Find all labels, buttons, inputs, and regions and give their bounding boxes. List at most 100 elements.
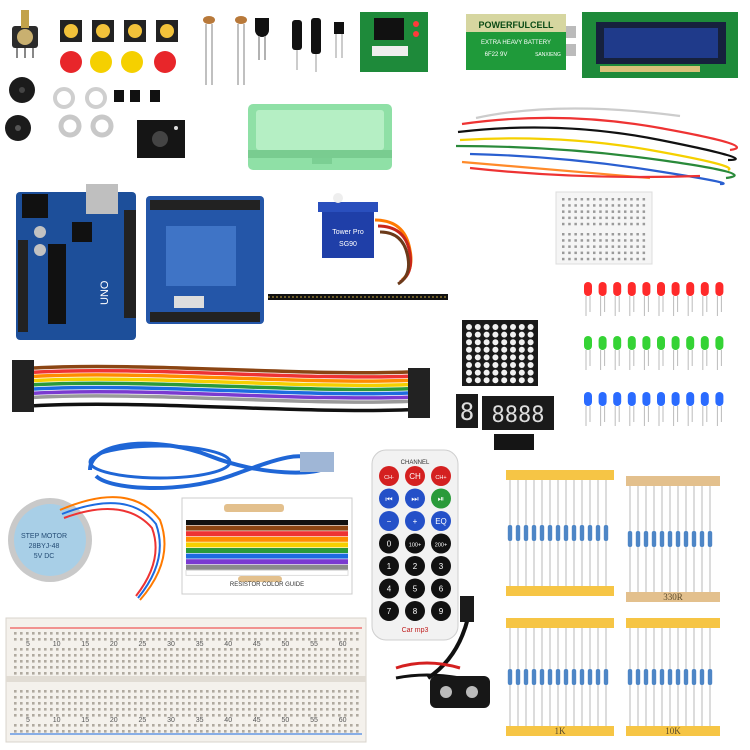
remote-button-label: −: [387, 517, 392, 526]
buzzer-passive: [5, 115, 31, 141]
remote-button-label: EQ: [435, 517, 447, 526]
shift-register-chip: [494, 434, 534, 450]
tactile-switch: [156, 20, 178, 42]
remote-button[interactable]: 8: [405, 601, 425, 621]
led: [627, 282, 636, 316]
ir-receiver-module: [137, 120, 185, 158]
led: [715, 282, 724, 316]
remote-button-label: 4: [387, 585, 392, 594]
stepper-line1: STEP MOTOR: [21, 533, 67, 540]
remote-button-label: +: [413, 517, 418, 526]
led: [715, 336, 724, 370]
led: [686, 282, 695, 316]
full-breadboard: 5510101515202025253030353540404545505055…: [5, 617, 367, 743]
seven-segment-quad: 8888: [482, 396, 554, 430]
potentiometer: [12, 10, 38, 58]
remote-button[interactable]: 200+: [431, 533, 451, 554]
usb-plug: [300, 452, 334, 472]
servo-model: SG90: [339, 241, 357, 248]
resistor-strip: 10K: [626, 618, 720, 736]
battery-maker: SANXIENG: [535, 52, 561, 58]
nuts-and-jumpers: [53, 87, 160, 138]
remote-button[interactable]: 4: [379, 578, 399, 599]
usb-cable: [88, 441, 330, 490]
remote-button[interactable]: CH: [405, 466, 425, 486]
breadboard-column-number: 55: [310, 717, 318, 724]
remote-button-label: 6: [439, 585, 444, 594]
breadboard-column-number: 55: [310, 641, 318, 648]
led: [598, 282, 607, 316]
remote-button-label: CH+: [435, 475, 446, 481]
resistor-strip-label: 10K: [665, 726, 681, 736]
pin-header-strip: [268, 294, 448, 300]
breadboard-column-number: 60: [339, 641, 347, 648]
breadboard-column-number: 20: [110, 717, 118, 724]
temperature-sensor: [255, 18, 269, 60]
remote-button[interactable]: 1: [379, 556, 399, 576]
breadboard-column-number: 5: [26, 717, 30, 724]
led: [627, 336, 636, 370]
led: [700, 336, 709, 370]
stepper-line2: 28BYJ-48: [29, 543, 60, 550]
breadboard-column-number: 15: [81, 717, 89, 724]
button-cap-red: [154, 51, 176, 73]
led: [613, 336, 622, 370]
remote-brand: Car mp3: [402, 627, 429, 634]
resistor-color-guide-card: RESISTOR COLOR GUIDE: [181, 497, 353, 595]
resistor-strip: 1K: [506, 618, 614, 736]
led: [613, 392, 622, 426]
remote-button[interactable]: 5: [405, 578, 425, 599]
micro-servo: Tower Pro SG90: [318, 193, 413, 286]
remote-button[interactable]: +: [405, 511, 425, 531]
battery-type: EXTRA HEAVY BATTERY: [481, 40, 551, 46]
remote-button[interactable]: 3: [431, 556, 451, 576]
jumper-wire-bundle: [455, 107, 738, 186]
remote-button[interactable]: 0: [379, 533, 399, 554]
led: [686, 336, 695, 370]
breadboard-column-number: 40: [224, 717, 232, 724]
remote-button[interactable]: 100+: [405, 533, 425, 554]
button-cap-yellow: [121, 51, 143, 73]
led: [642, 392, 651, 426]
resistor-strip-label: 1K: [555, 726, 567, 736]
tilt-switches: [292, 18, 321, 72]
remote-button[interactable]: ⏮: [379, 488, 399, 509]
remote-button-label: ⏮: [385, 495, 392, 504]
remote-button[interactable]: ⏭: [405, 488, 425, 509]
led: [671, 392, 680, 426]
remote-button[interactable]: 2: [405, 556, 425, 576]
servo-brand: Tower Pro: [332, 229, 364, 236]
remote-button[interactable]: 9: [431, 601, 451, 621]
remote-button[interactable]: CH-: [379, 466, 399, 486]
remote-channel-label: CHANNEL: [401, 460, 430, 466]
breadboard-column-number: 20: [110, 641, 118, 648]
breadboard-column-number: 5: [26, 641, 30, 648]
breadboard-column-number: 25: [139, 717, 147, 724]
remote-button-label: CH: [409, 472, 421, 481]
buzzer-active: [9, 77, 35, 103]
led: [657, 282, 665, 316]
breadboard-column-number: 35: [196, 641, 204, 648]
led: [584, 282, 592, 316]
remote-button[interactable]: ⏯: [431, 488, 451, 509]
remote-button[interactable]: EQ: [431, 511, 451, 531]
tactile-switch: [60, 20, 82, 42]
remote-button[interactable]: 6: [431, 578, 451, 599]
breadboard-column-number: 30: [167, 641, 175, 648]
arduino-uno-board: UNO: [16, 184, 136, 340]
breadboard-column-number: 25: [139, 641, 147, 648]
seven-segment-single: 8: [456, 394, 478, 428]
remote-button[interactable]: 7: [379, 601, 399, 621]
photoresistors: [203, 16, 247, 85]
single-digit: 8: [460, 398, 474, 426]
breadboard-column-number: 50: [282, 717, 290, 724]
led: [700, 282, 709, 316]
led: [671, 336, 680, 370]
remote-button[interactable]: CH+: [431, 466, 451, 486]
led: [657, 336, 665, 370]
remote-button[interactable]: −: [379, 511, 399, 531]
remote-button-label: 8: [413, 607, 418, 616]
remote-button-label: 1: [387, 562, 392, 571]
